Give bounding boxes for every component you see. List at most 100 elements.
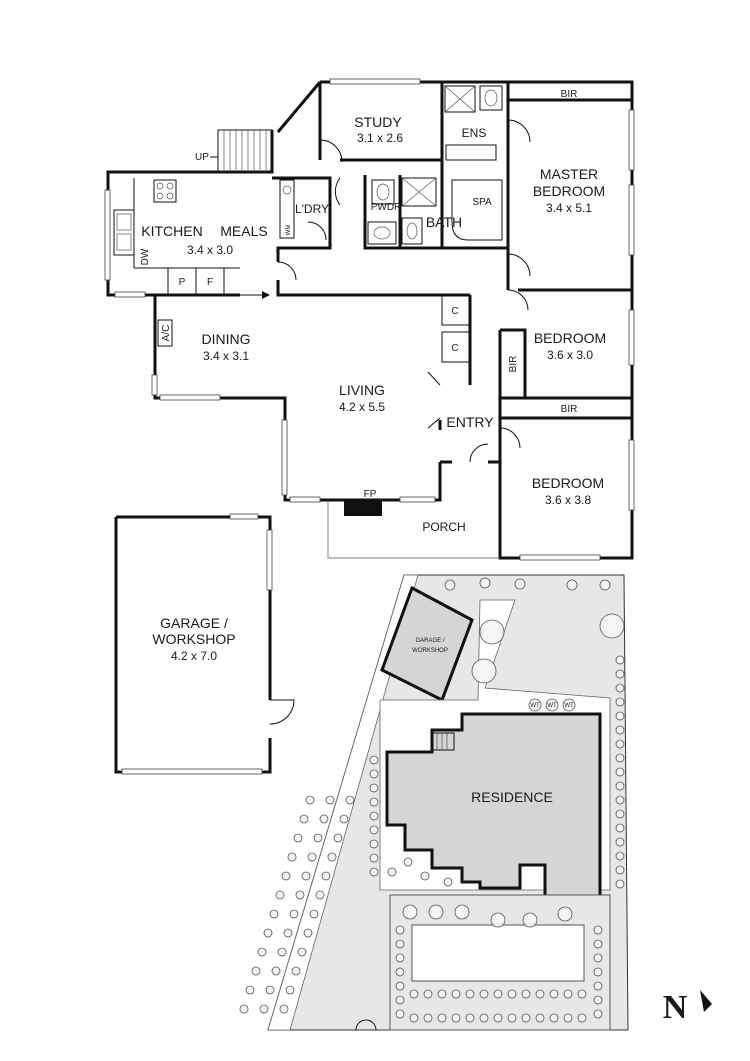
tree-icon xyxy=(479,577,491,589)
tree-icon xyxy=(275,890,285,900)
master-label-2: BEDROOM xyxy=(533,183,605,199)
shower-icon xyxy=(401,177,437,207)
tree-icon xyxy=(299,814,309,824)
tree-icon xyxy=(514,578,526,590)
tree-icon xyxy=(599,613,625,639)
tree-icon xyxy=(615,753,625,763)
tree-icon xyxy=(465,989,475,999)
tree-icon xyxy=(566,579,578,591)
tree-icon xyxy=(615,767,625,777)
tree-icon xyxy=(615,837,625,847)
tree-icon xyxy=(289,909,299,919)
tree-icon xyxy=(522,912,538,928)
bedroom2-dim: 3.6 x 3.0 xyxy=(547,348,593,362)
fridge-label: F xyxy=(207,277,213,288)
bir2-label: BIR xyxy=(508,356,519,373)
tree-icon xyxy=(593,981,603,991)
residence-label: RESIDENCE xyxy=(471,789,553,805)
bedroom3-label: BEDROOM xyxy=(532,475,604,491)
pwdr-label: PWDR xyxy=(371,202,402,213)
tree-icon xyxy=(369,825,379,835)
tree-icon xyxy=(321,871,331,881)
tree-icon xyxy=(395,953,405,963)
up-label: UP xyxy=(195,152,209,163)
tree-icon xyxy=(593,939,603,949)
tree-icon xyxy=(423,989,433,999)
living-dim: 4.2 x 5.5 xyxy=(339,400,385,414)
tree-icon xyxy=(615,809,625,819)
tree-icon xyxy=(369,797,379,807)
tree-icon xyxy=(465,1013,475,1023)
tree-icon xyxy=(549,1013,559,1023)
spa-bath-icon xyxy=(451,179,503,241)
svg-text:WT: WT xyxy=(564,703,574,709)
tree-icon xyxy=(369,769,379,779)
kitchen-meals-dim: 3.4 x 3.0 xyxy=(187,243,233,257)
tree-icon xyxy=(279,1004,289,1014)
tree-icon xyxy=(490,912,506,928)
spa-label: SPA xyxy=(472,197,492,208)
tree-icon xyxy=(493,989,503,999)
tree-icon xyxy=(313,833,323,843)
site-garage-label-1: GARAGE / xyxy=(415,638,444,644)
north-arrow-icon: N xyxy=(663,989,712,1026)
dining-label: DINING xyxy=(202,331,251,347)
dining-dim: 3.4 x 3.1 xyxy=(203,349,249,363)
tree-icon xyxy=(409,989,419,999)
tree-icon xyxy=(301,871,311,881)
garage-plan: GARAGE / WORKSHOP 4.2 x 7.0 xyxy=(114,513,295,775)
tree-icon xyxy=(327,852,337,862)
tree-icon xyxy=(437,1013,447,1023)
door-swings xyxy=(277,119,531,463)
tree-icon xyxy=(263,928,273,938)
tree-icon xyxy=(283,928,293,938)
study-dim: 3.1 x 2.6 xyxy=(357,131,403,145)
tree-icon xyxy=(471,658,497,684)
tree-icon xyxy=(451,1013,461,1023)
fp-label: FP xyxy=(364,489,377,500)
tree-icon xyxy=(387,867,397,877)
bedroom2-label: BEDROOM xyxy=(534,330,606,346)
tree-icon xyxy=(615,669,625,679)
kitchen-label: KITCHEN xyxy=(141,223,202,239)
tree-icon xyxy=(593,967,603,977)
tree-icon xyxy=(420,871,430,881)
north-letter: N xyxy=(663,989,688,1026)
tree-icon xyxy=(615,795,625,805)
tree-icon xyxy=(369,783,379,793)
site-residence xyxy=(385,712,602,905)
garage-dim: 4.2 x 7.0 xyxy=(171,649,217,663)
tree-icon xyxy=(437,989,447,999)
tree-icon xyxy=(369,755,379,765)
tree-icon xyxy=(615,851,625,861)
tree-icon xyxy=(395,925,405,935)
tree-icon xyxy=(479,619,505,645)
tree-icon xyxy=(369,811,379,821)
ldry-label: L'DRY xyxy=(295,202,329,216)
tree-icon xyxy=(615,697,625,707)
tree-icon xyxy=(309,909,319,919)
entry-label: ENTRY xyxy=(446,414,494,430)
tree-icon xyxy=(369,839,379,849)
tree-icon xyxy=(395,967,405,977)
tree-icon xyxy=(443,877,453,887)
tree-icon xyxy=(599,579,611,591)
tree-icon xyxy=(395,981,405,991)
tree-icon xyxy=(395,939,405,949)
tree-icon xyxy=(265,985,275,995)
tree-icon xyxy=(593,1009,603,1019)
cupboard-1-label: C xyxy=(451,306,458,317)
tree-icon xyxy=(507,989,517,999)
garage-label-1: GARAGE / xyxy=(160,615,228,631)
tree-icon xyxy=(563,1013,573,1023)
tree-icon xyxy=(593,995,603,1005)
tree-icon xyxy=(339,814,349,824)
bir3-label: BIR xyxy=(561,404,578,415)
bedroom3-dim: 3.6 x 3.8 xyxy=(545,493,591,507)
site-plan: GARAGE / WORKSHOP RESIDENCE WT WT WT xyxy=(267,574,629,1031)
cupboard-2-label: C xyxy=(451,343,458,354)
windows xyxy=(104,78,635,561)
tree-icon xyxy=(615,711,625,721)
tree-icon xyxy=(403,857,413,867)
tree-icon xyxy=(257,947,267,957)
